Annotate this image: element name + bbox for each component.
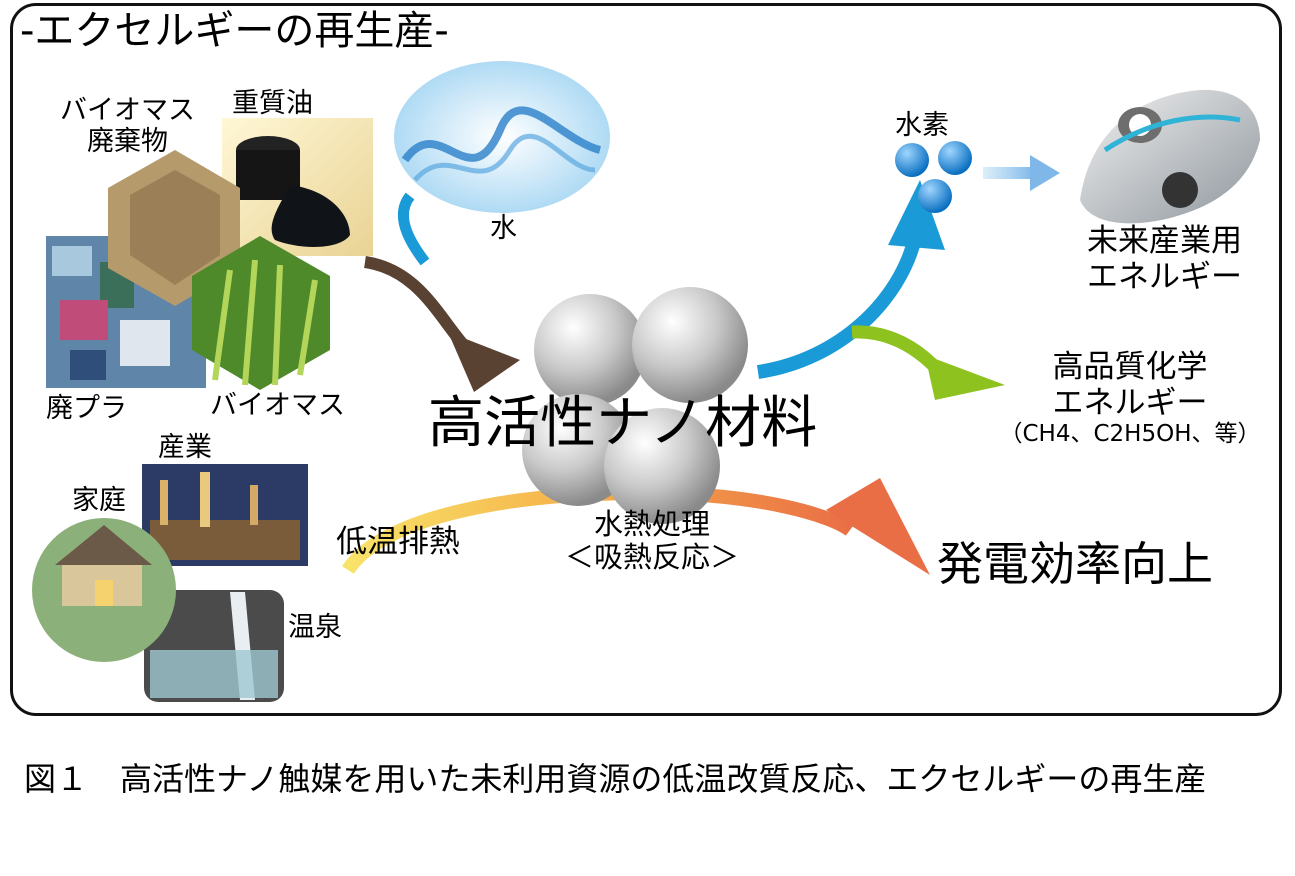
label-chemical-energy: 高品質化学 エネルギー （CH4、C2H5OH、等） [999, 349, 1261, 448]
heavy-oil-image [222, 118, 373, 256]
diagram-frame [10, 3, 1282, 716]
chemical-energy-arrow [851, 325, 1005, 400]
figure-caption: 図１ 高活性ナノ触媒を用いた未利用資源の低温改質反応、エクセルギーの再生産 [24, 760, 1207, 798]
industry-image [142, 464, 308, 566]
nano-material-spheres [522, 287, 748, 524]
water-image [394, 61, 610, 213]
figure-title: -エクセルギーの再生産- [20, 8, 449, 54]
oil-arrow [363, 256, 520, 392]
label-future-energy: 未来産業用 エネルギー [1087, 223, 1242, 295]
home-image [32, 518, 176, 662]
label-biomass: バイオマス [210, 390, 345, 421]
label-home: 家庭 [72, 485, 126, 516]
label-heavy-oil: 重質油 [232, 88, 313, 119]
label-hot-spring: 温泉 [288, 612, 342, 643]
label-water: 水 [490, 213, 517, 244]
label-hydrogen: 水素 [895, 110, 949, 141]
hydrogen-car-image [1080, 89, 1260, 224]
label-nano-material: 高活性ナノ材料 [428, 391, 818, 456]
label-biomass-waste: バイオマス 廃棄物 [60, 95, 195, 158]
biomass-waste-image [108, 150, 240, 306]
label-industry: 産業 [158, 432, 212, 463]
label-power-efficiency: 発電効率向上 [937, 537, 1213, 591]
hydrogen-molecules [895, 141, 972, 213]
label-low-temp-heat: 低温排熱 [336, 524, 460, 560]
label-hydrothermal-process: 水熱処理 ＜吸熱反応＞ [564, 507, 739, 575]
water-arrow [397, 192, 430, 266]
hydrogen-arrow [756, 180, 945, 379]
label-waste-plastic: 廃プラ [46, 393, 127, 424]
biomass-image [192, 236, 330, 390]
hot-spring-image [144, 590, 284, 702]
hydrogen-to-car-arrow [983, 155, 1060, 191]
